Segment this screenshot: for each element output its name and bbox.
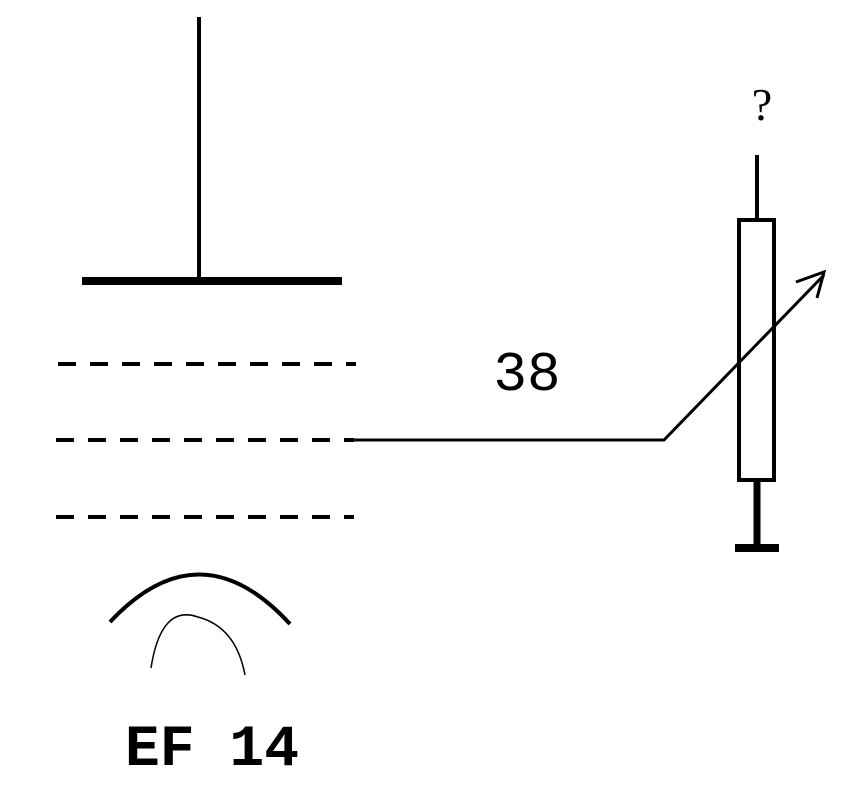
cathode-arc: [108, 572, 292, 626]
potentiometer-body: [737, 218, 776, 482]
tube-type-label: EF 14: [125, 718, 299, 783]
wire-38: [354, 273, 826, 442]
wire-number-label: 38: [493, 343, 560, 407]
wiper-arrowhead: [795, 269, 827, 299]
unknown-terminal-label: ?: [752, 79, 772, 130]
heater-filament: [150, 614, 246, 676]
